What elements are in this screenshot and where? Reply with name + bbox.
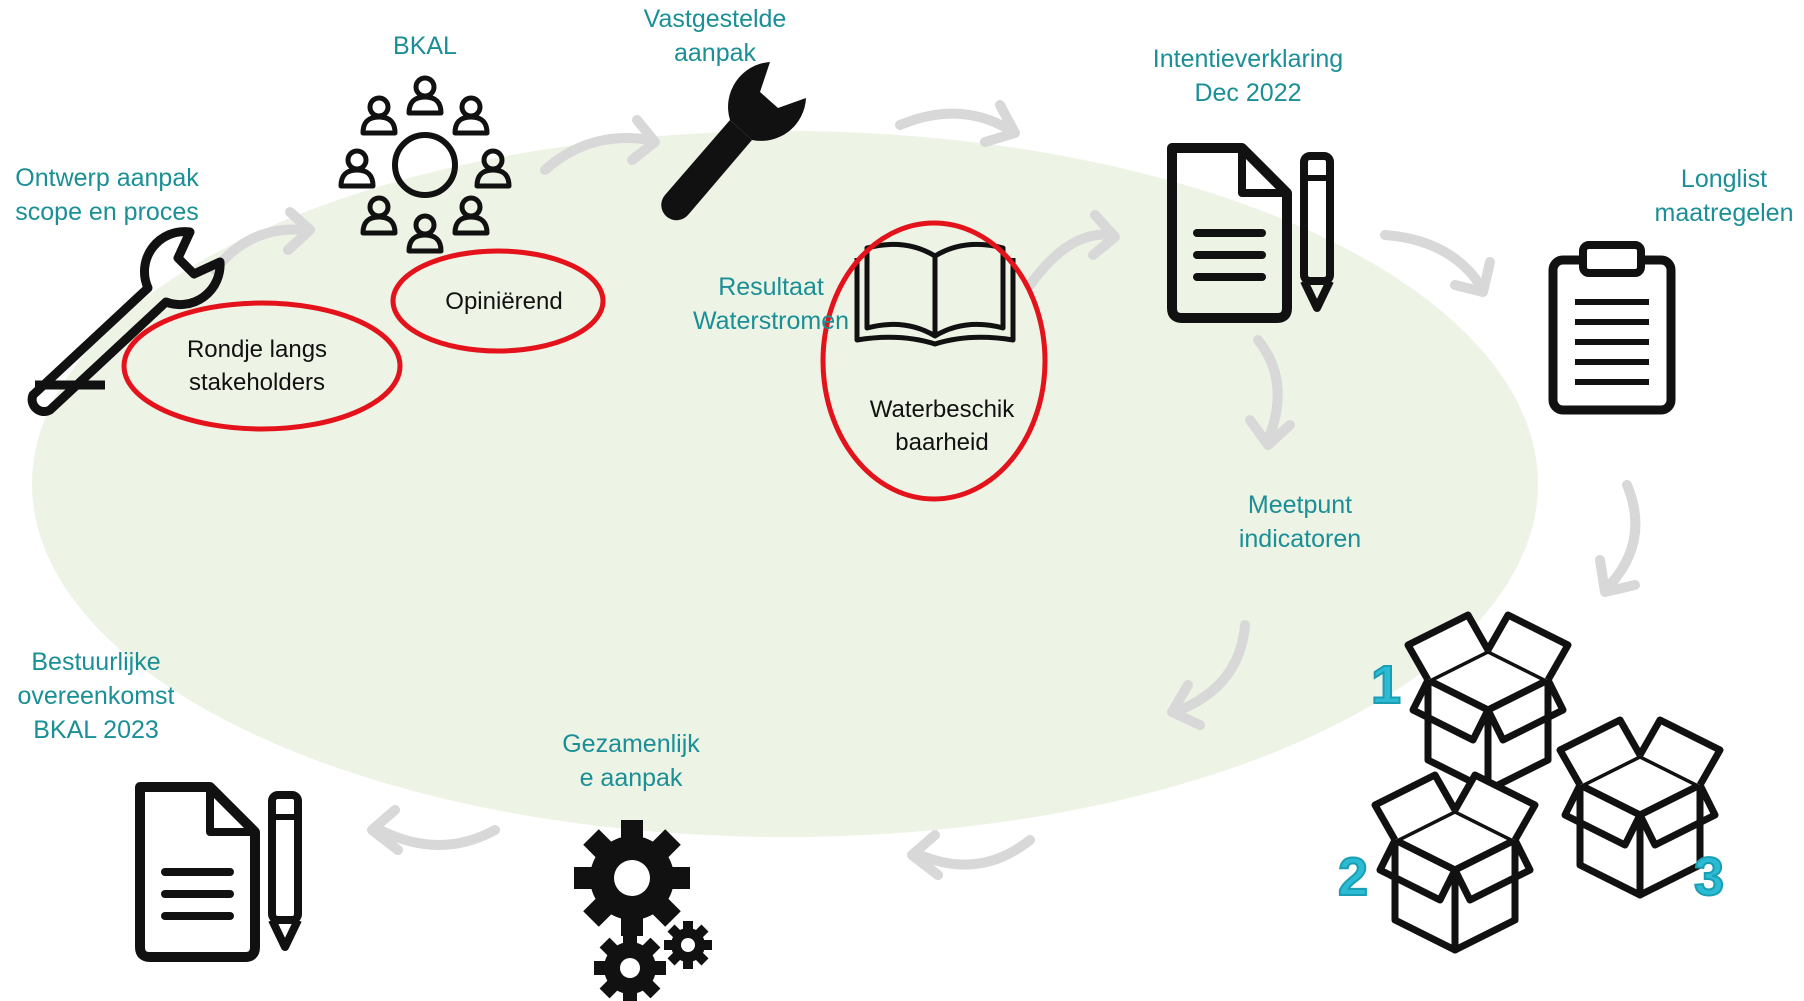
label-gezamenlijk: Gezamenlijk e aanpak xyxy=(562,727,700,795)
label-line: BKAL 2023 xyxy=(33,716,159,744)
flow-arrows xyxy=(210,100,1641,880)
label-longlist: Longlist maatregelen xyxy=(1655,162,1794,230)
gears-icon xyxy=(574,820,712,1001)
label-line: Gezamenlijk xyxy=(562,730,700,758)
label-bkal: BKAL xyxy=(393,32,457,60)
label-resultaat: Resultaat Waterstromen xyxy=(693,270,849,338)
label-intentie: Intentieverklaring Dec 2022 xyxy=(1153,42,1343,110)
label-vastgestelde: Vastgestelde aanpak xyxy=(644,2,787,70)
wrench-icon xyxy=(661,62,806,221)
box-number-1: 1 xyxy=(1370,655,1402,715)
people-circle-icon xyxy=(341,78,509,251)
highlight-line: baarheid xyxy=(895,429,989,456)
highlight-ellipses xyxy=(121,220,1048,502)
highlight-waterbeschik xyxy=(820,220,1048,502)
label-line: Longlist xyxy=(1680,165,1768,193)
open-book-icon xyxy=(854,241,1016,347)
label-line: scope en proces xyxy=(15,198,199,226)
background-ellipse xyxy=(32,131,1538,837)
highlight-text-rondje: Rondje langs stakeholders xyxy=(187,333,327,399)
label-ontwerp: Ontwerp aanpak scope en proces xyxy=(15,161,198,229)
label-line: Bestuurlijke xyxy=(31,648,161,676)
label-meetpunt: Meetpunt indicatoren xyxy=(1239,488,1361,556)
label-line: Vastgestelde xyxy=(643,5,787,33)
label-line: Resultaat xyxy=(718,273,824,301)
document-pencil-icon xyxy=(140,787,298,957)
label-line: Waterstromen xyxy=(692,307,850,335)
box-number-2: 2 xyxy=(1337,847,1369,907)
label-line: indicatoren xyxy=(1238,525,1362,553)
highlight-opinierend xyxy=(390,248,606,354)
highlight-line: Waterbeschik xyxy=(869,396,1015,423)
label-line: Meetpunt xyxy=(1247,491,1353,519)
label-line: maatregelen xyxy=(1654,199,1794,227)
label-line: e aanpak xyxy=(579,764,683,792)
label-bestuurlijke: Bestuurlijke overeenkomst BKAL 2023 xyxy=(17,645,174,747)
box-number-3: 3 xyxy=(1693,847,1725,907)
clipboard-icon xyxy=(1548,241,1676,415)
highlight-line: Rondje langs xyxy=(186,336,328,363)
wrench-icon xyxy=(27,227,225,417)
highlight-line: stakeholders xyxy=(188,369,326,396)
highlight-text-opinierend: Opiniërend xyxy=(445,288,563,315)
label-line: Intentieverklaring xyxy=(1152,45,1344,73)
highlight-rondje xyxy=(121,300,403,432)
label-line: aanpak xyxy=(673,39,757,67)
label-line: Dec 2022 xyxy=(1194,79,1302,107)
highlight-text-waterbeschik: Waterbeschik baarheid xyxy=(870,393,1015,459)
boxes-icon xyxy=(1375,615,1720,950)
label-line: Ontwerp aanpak xyxy=(15,164,199,192)
label-line: overeenkomst xyxy=(17,682,175,710)
